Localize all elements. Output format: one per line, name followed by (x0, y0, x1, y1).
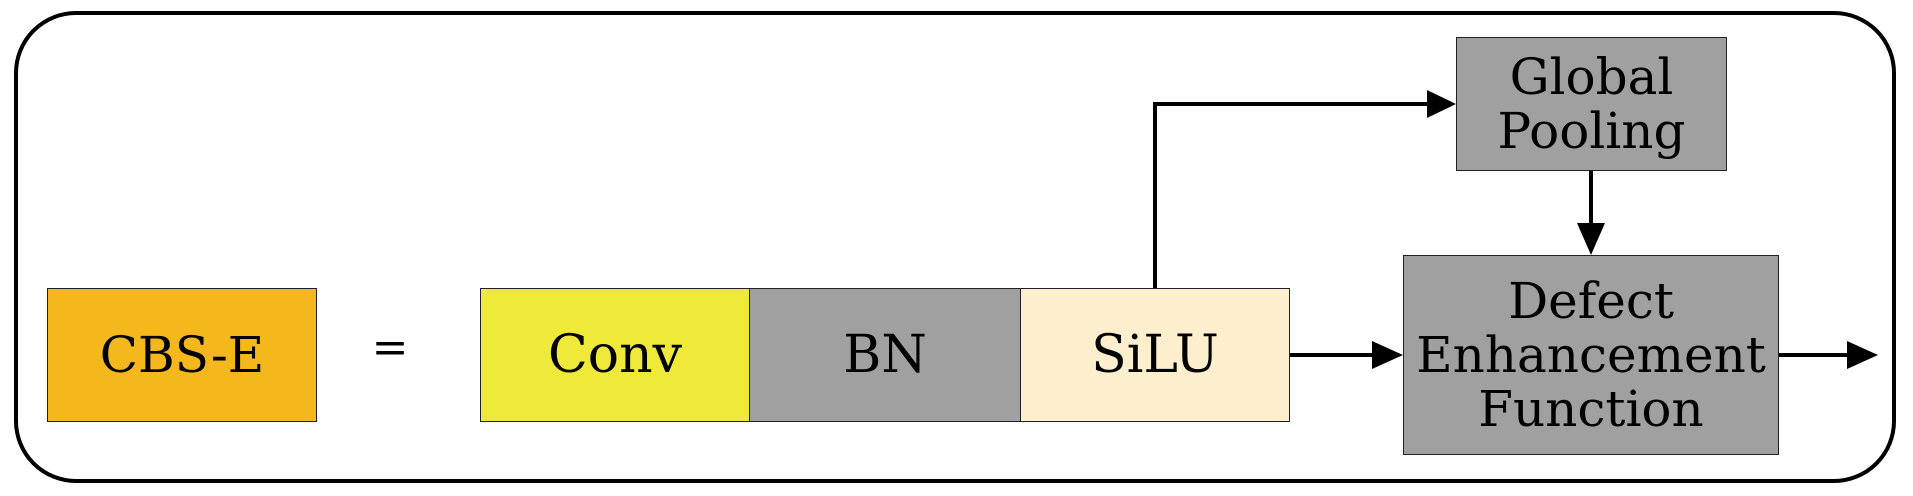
silu-to-pooling-arrowhead (1427, 90, 1456, 118)
pooling-to-enhancement-arrowhead (1577, 223, 1605, 255)
equals-sign: = (371, 322, 409, 373)
conv-label: Conv (548, 324, 682, 385)
global-pooling-label: Global Pooling (1497, 48, 1686, 160)
cbs-e-label: CBS-E (99, 326, 265, 384)
defect-enhancement-block: Defect Enhancement Function (1403, 255, 1779, 455)
global-pooling-block: Global Pooling (1456, 37, 1727, 171)
defect-enhancement-label: Defect Enhancement Function (1416, 272, 1766, 438)
bn-label: BN (843, 324, 927, 385)
output-arrowhead (1847, 341, 1878, 369)
diagram-frame (14, 11, 1896, 483)
bn-block: BN (749, 288, 1021, 422)
cbs-e-block: CBS-E (47, 288, 317, 422)
silu-to-pooling-connector (1153, 102, 1430, 288)
conv-block: Conv (480, 288, 750, 422)
silu-label: SiLU (1091, 324, 1219, 385)
silu-to-enhancement-arrowhead (1372, 341, 1403, 369)
silu-block: SiLU (1020, 288, 1290, 422)
